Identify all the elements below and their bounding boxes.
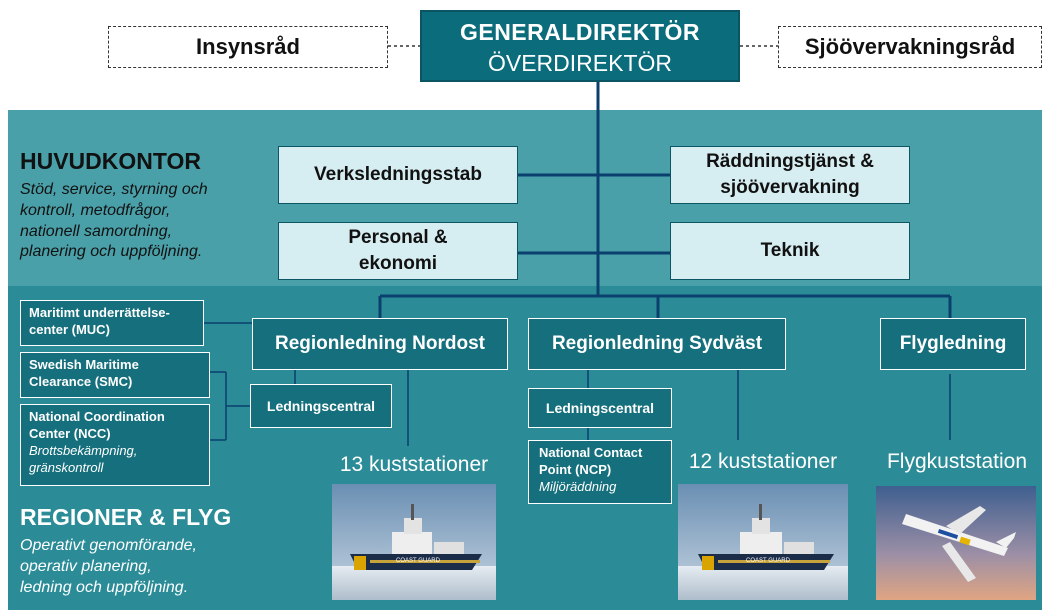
insynsrad-label: Insynsråd — [196, 34, 300, 59]
director-general-label: GENERALDIREKTÖR — [459, 19, 701, 45]
stations-12-label-box: 12 kuststationer — [678, 440, 848, 484]
regions-title: REGIONER & FLYG — [20, 504, 232, 530]
muc-box: Maritimt underrättelse- center (MUC) — [20, 300, 204, 346]
coast-guard-aircraft-photo — [876, 486, 1036, 600]
regions-desc-line: operativ planering, — [20, 557, 152, 575]
deputy-director-label: ÖVERDIREKTÖR — [487, 50, 673, 76]
hq-desc-line: Stöd, service, styrning och — [20, 181, 208, 198]
hq-description: Stöd, service, styrning och kontroll, me… — [20, 180, 270, 263]
ncc-label-line: Center (NCC) — [29, 425, 111, 441]
ship-label-text-1: COAST GUARD — [396, 558, 441, 564]
ledningscentral-sydvast-box: Ledningscentral — [528, 388, 672, 428]
ncp-label-line: National Contact — [539, 445, 643, 460]
personal-ekonomi-label-line: ekonomi — [358, 253, 438, 274]
personal-ekonomi-label-line: Personal & — [348, 227, 448, 249]
muc-label-line: center (MUC) — [29, 321, 110, 337]
insynsrad-box: Insynsråd — [108, 26, 388, 68]
ncp-sub-line: Miljöräddning — [539, 478, 617, 494]
regions-desc-line: ledning och uppföljning. — [20, 578, 189, 596]
sjoovervakningsrad-label: Sjöövervakningsråd — [804, 34, 1016, 59]
hq-desc-line: nationell samordning, — [20, 222, 173, 240]
regions-desc-line: Operativt genomförande, — [20, 537, 197, 554]
sjoovervakningsrad-box: Sjöövervakningsråd — [778, 26, 1042, 68]
ncp-box: National Contact Point (NCP) Miljöräddni… — [528, 440, 672, 504]
ncc-box: National Coordination Center (NCC) Brott… — [20, 404, 210, 486]
coast-guard-ship-photo-2: COAST GUARD — [678, 484, 848, 600]
regionledning-sydvast-box: Regionledning Sydväst — [528, 318, 786, 370]
ncc-sub-line: gränskontroll — [29, 459, 104, 475]
teknik-box: Teknik — [670, 222, 910, 280]
flygledning-label: Flygledning — [899, 333, 1007, 354]
regionledning-nordost-label: Regionledning Nordost — [274, 333, 486, 354]
verksledningsstab-box: Verksledningsstab — [278, 146, 518, 204]
raddningstjanst-label-line: Räddningstjänst & — [706, 151, 874, 173]
flygkuststation-label: Flygkuststation — [886, 450, 1028, 473]
stations-12-label: 12 kuststationer — [688, 450, 838, 473]
stations-13-label: 13 kuststationer — [339, 453, 489, 476]
ledningscentral-sydvast-label: Ledningscentral — [545, 400, 655, 416]
raddningstjanst-label-line: sjöövervakning — [720, 177, 860, 198]
hq-title: HUVUDKONTOR — [20, 148, 202, 174]
personal-ekonomi-box: Personal & ekonomi — [278, 222, 518, 280]
smc-label-line: Swedish Maritime — [29, 357, 139, 372]
smc-label-line: Clearance (SMC) — [29, 373, 133, 389]
flygkuststation-label-box: Flygkuststation — [878, 440, 1036, 484]
ncc-label-line: National Coordination — [29, 409, 165, 424]
regions-description: Operativt genomförande, operativ planeri… — [20, 536, 270, 598]
hq-desc-line: kontroll, metodfrågor, — [20, 201, 171, 219]
flygledning-box: Flygledning — [880, 318, 1026, 370]
hq-desc-line: planering och uppföljning. — [20, 243, 203, 261]
regionledning-nordost-box: Regionledning Nordost — [252, 318, 508, 370]
stations-13-label-box: 13 kuststationer — [332, 446, 496, 484]
muc-label-line: Maritimt underrättelse- — [29, 305, 170, 320]
ledningscentral-nordost-box: Ledningscentral — [250, 384, 392, 428]
director-general-box: GENERALDIREKTÖR ÖVERDIREKTÖR — [420, 10, 740, 82]
regionledning-sydvast-label: Regionledning Sydväst — [551, 333, 763, 354]
ledningscentral-nordost-label: Ledningscentral — [266, 398, 376, 414]
coast-guard-ship-photo-1: COAST GUARD — [332, 484, 496, 600]
ncp-label-line: Point (NCP) — [539, 461, 612, 477]
smc-box: Swedish Maritime Clearance (SMC) — [20, 352, 210, 398]
ship-label-text-2: COAST GUARD — [746, 558, 791, 564]
teknik-label: Teknik — [760, 240, 820, 262]
ncc-sub-line: Brottsbekämpning, — [29, 442, 138, 458]
raddningstjanst-box: Räddningstjänst & sjöövervakning — [670, 146, 910, 204]
verksledningsstab-label: Verksledningsstab — [314, 164, 482, 186]
